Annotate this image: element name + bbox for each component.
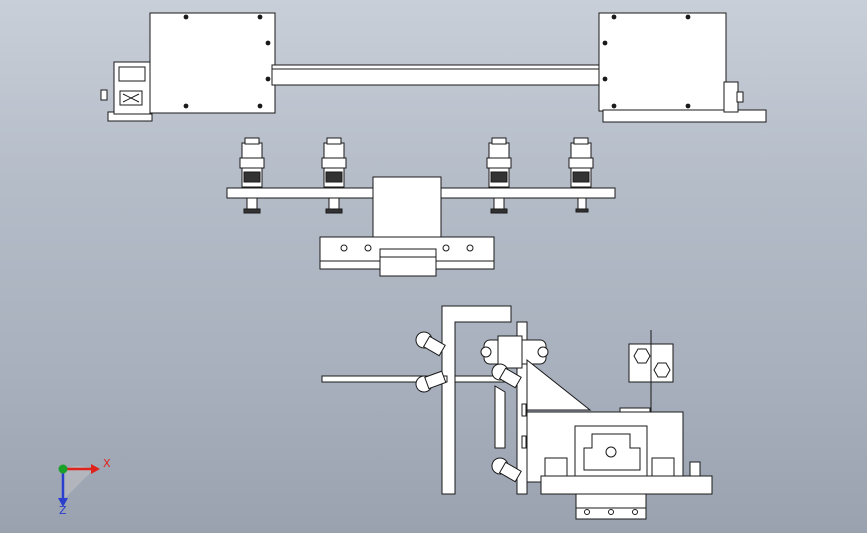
bottom-carriage <box>575 493 647 520</box>
right-end-cap <box>723 81 739 113</box>
l-bracket <box>441 305 512 495</box>
side-view-bracket-assembly[interactable] <box>321 305 713 520</box>
z-axis-label: Z <box>59 504 67 517</box>
left-carriage-plate <box>149 12 276 114</box>
right-bolt-head <box>736 91 744 103</box>
suction-cup-1 <box>239 137 265 214</box>
fitting-3 <box>491 363 522 389</box>
lower-slide-block <box>379 248 437 277</box>
fitting-1 <box>415 331 446 357</box>
right-carriage-plate <box>598 12 727 112</box>
right-base-plate <box>602 109 767 123</box>
suction-cup-3 <box>486 137 512 214</box>
base-rail <box>540 475 713 495</box>
linear-rail <box>271 64 603 86</box>
gusset <box>526 358 592 411</box>
suction-cup-2 <box>321 137 347 214</box>
left-motor-cap <box>118 66 146 82</box>
left-bolt-head <box>100 89 108 101</box>
fitting-2 <box>415 370 447 393</box>
middle-suction-cup-bar[interactable] <box>226 137 616 277</box>
coordinate-triad-icon <box>58 464 100 507</box>
top-linear-module[interactable] <box>100 12 767 123</box>
x-axis-label: X <box>103 457 111 470</box>
fitting-4 <box>491 457 522 483</box>
horizontal-arm <box>321 375 448 383</box>
suction-cup-4 <box>568 137 594 213</box>
